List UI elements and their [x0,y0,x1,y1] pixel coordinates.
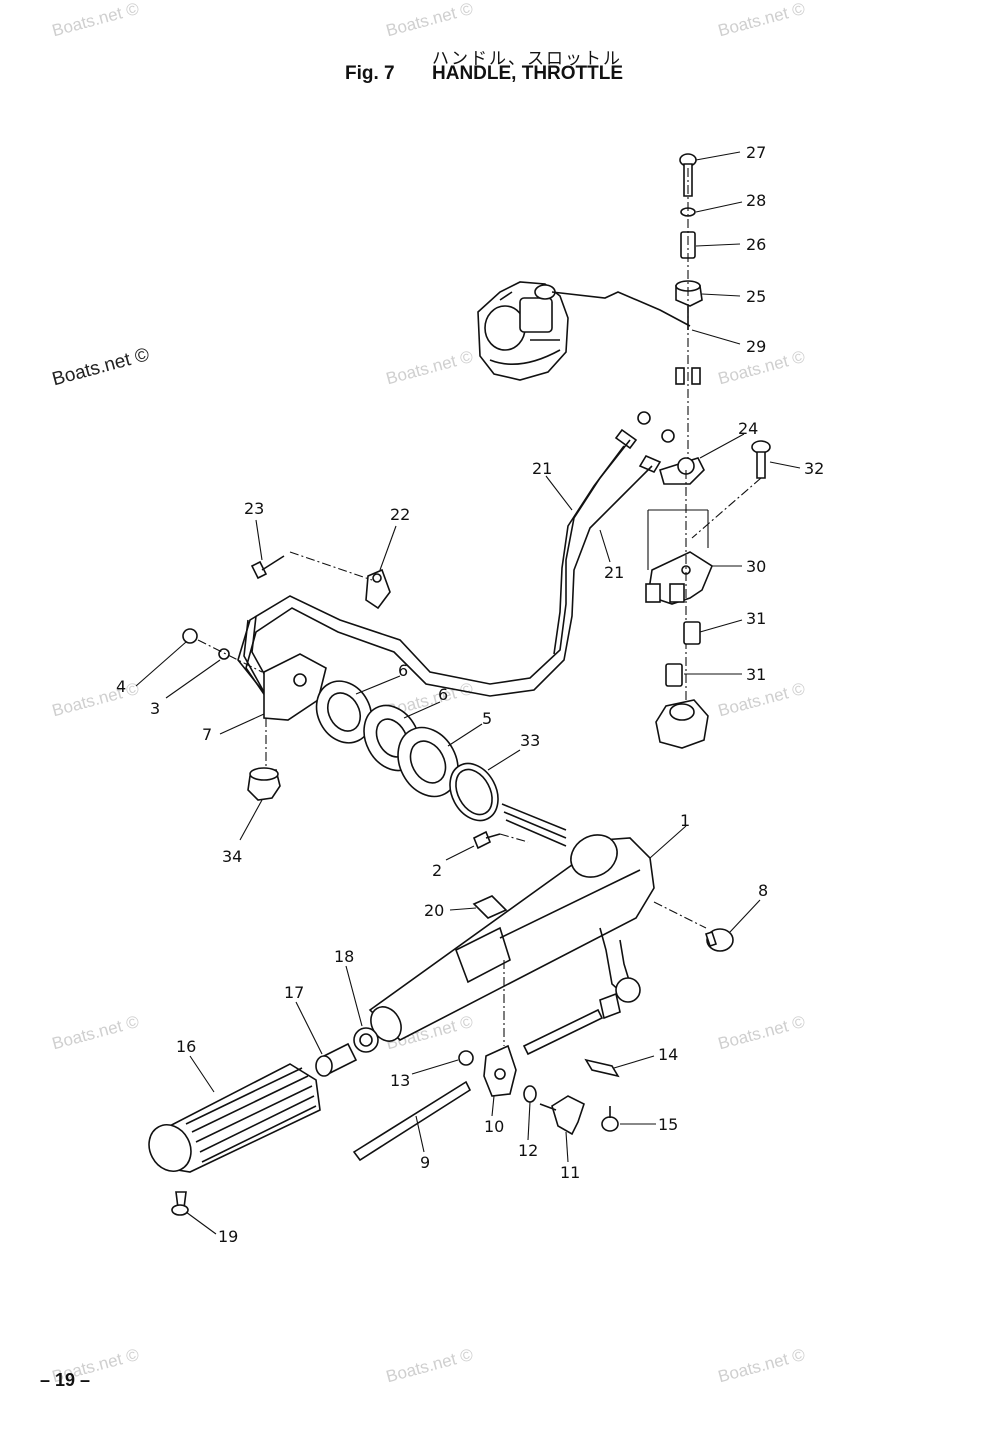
screw-19 [171,1191,189,1216]
throttle-link-rod [551,291,691,327]
callout-34: 34 [222,847,242,866]
bolt-32 [691,440,771,539]
lower-bracket [655,699,709,749]
friction-clamp-10 [483,960,517,1097]
callout-16: 16 [176,1037,196,1056]
callout-7: 7 [202,725,212,744]
throttle-cable-3 [553,445,625,655]
callout-18: 18 [334,947,354,966]
throttle-grip-16 [148,1063,321,1173]
bracket-30 [645,509,713,605]
callout-2: 2 [432,861,442,880]
collar-31-lower [665,663,683,687]
seal-stack [315,680,499,822]
throttle-shaft-rod [522,1008,604,1056]
callout-15: 15 [658,1115,678,1134]
callout-29: 29 [746,337,766,356]
cap-8 [704,928,734,952]
bracket-24 [659,457,705,485]
callout-31a: 31 [746,609,766,628]
bushing-18 [353,1027,379,1053]
bolt-23 [250,551,373,581]
callout-31b: 31 [746,665,766,684]
callout-25: 25 [746,287,766,306]
pin-14 [584,1058,620,1078]
callout-19: 19 [218,1227,238,1246]
figure-header: ハンドル、スロットル Fig. 7 HANDLE, THROTTLE [0,38,1000,98]
handle-wires [501,803,567,847]
callout-11: 11 [560,1163,580,1182]
japanese-title: ハンドル、スロットル [432,49,622,69]
friction-knob-11 [539,1095,585,1136]
callout-30: 30 [746,557,766,576]
nut-13 [458,1050,474,1066]
washer-12 [523,1085,537,1103]
page-number: – 19 – [40,1370,91,1390]
upper-right-stack [675,153,703,460]
callout-numbers: 1 2 3 4 5 6 6 7 8 9 10 11 12 13 14 15 16… [116,143,824,1246]
callout-12: 12 [518,1141,538,1160]
collar-31-upper [683,621,701,645]
callout-6a: 6 [398,661,408,680]
figure-number: Fig. 7 [345,63,395,84]
callout-24: 24 [738,419,758,438]
figure-title: HANDLE, THROTTLE [432,63,624,84]
callout-4: 4 [116,677,126,696]
leader-lines [135,151,801,1235]
screw-15 [601,1106,619,1132]
callout-27: 27 [746,143,766,162]
callout-33: 33 [520,731,540,750]
stop-switch [599,977,641,1020]
callout-8: 8 [758,881,768,900]
cable-plate-7 [182,628,327,770]
callout-23: 23 [244,499,264,518]
callout-32: 32 [804,459,824,478]
callout-26: 26 [746,235,766,254]
callout-9: 9 [420,1153,430,1172]
throttle-cable-1 [237,439,631,691]
grommet-34 [247,767,281,801]
callout-10: 10 [484,1117,504,1136]
callout-20: 20 [424,901,444,920]
screw-2 [472,830,529,850]
handle-1 [368,834,707,1042]
callout-21a: 21 [532,459,552,478]
callout-1: 1 [680,811,690,830]
cable-end-fittings [614,367,701,474]
cable-clamp-22 [365,568,391,610]
callout-6b: 6 [438,685,448,704]
throttle-shaft-9 [352,1080,472,1162]
throttle-cable-2 [245,465,653,701]
callout-17: 17 [284,983,304,1002]
carburetor-drawing [477,281,569,381]
callout-28: 28 [746,191,766,210]
sleeve-17 [315,1042,358,1077]
callout-3: 3 [150,699,160,718]
callout-5: 5 [482,709,492,728]
callout-21b: 21 [604,563,624,582]
callout-14: 14 [658,1045,678,1064]
callout-22: 22 [390,505,410,524]
plate-20 [472,895,508,919]
callout-13: 13 [390,1071,410,1090]
